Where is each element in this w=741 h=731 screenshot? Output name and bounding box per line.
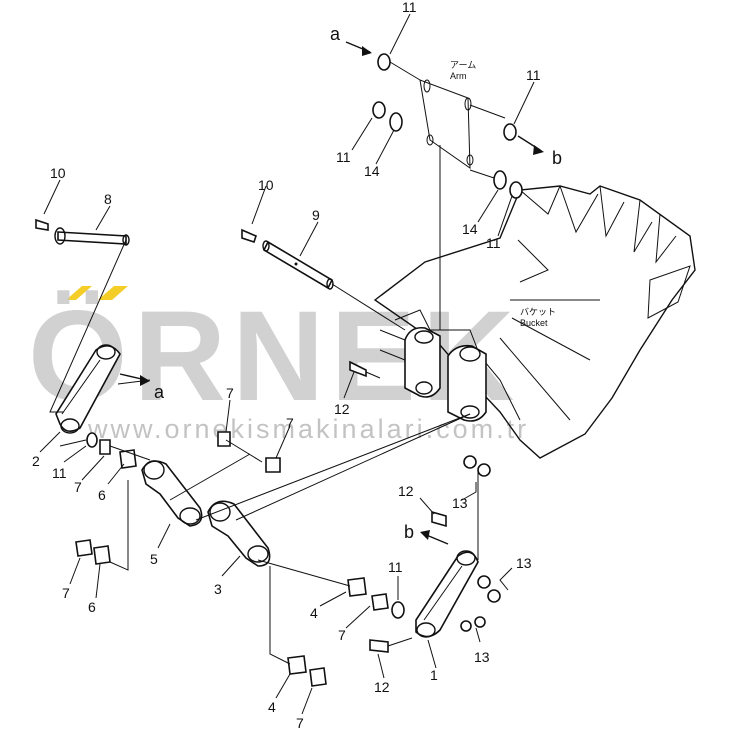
bucket: バケット Bucket bbox=[373, 185, 696, 459]
callout-13: 13 bbox=[516, 555, 532, 571]
assembly-lines bbox=[49, 239, 479, 665]
callout-3: 3 bbox=[214, 581, 222, 597]
callout-10: 10 bbox=[50, 165, 66, 181]
bucket-bracket bbox=[379, 326, 487, 422]
callout-5: 5 bbox=[150, 551, 158, 567]
callout-12: 12 bbox=[398, 483, 414, 499]
callout-2: 2 bbox=[32, 453, 40, 469]
callout-13: 13 bbox=[452, 495, 468, 511]
arm-label-en: Arm bbox=[450, 71, 467, 81]
callout-14: 14 bbox=[462, 221, 478, 237]
callout-9: 9 bbox=[312, 207, 320, 223]
bucket-label-jp: バケット bbox=[520, 307, 556, 317]
arm-label-jp: アーム bbox=[450, 60, 476, 70]
callout-7: 7 bbox=[286, 415, 294, 431]
callout-10: 10 bbox=[258, 177, 274, 193]
callout-6: 6 bbox=[88, 599, 96, 615]
watermark-accent-mark bbox=[66, 286, 128, 300]
watermark: ÖRNEK www.ornekismakinalari.com.tr bbox=[28, 285, 529, 444]
link-1 bbox=[415, 550, 479, 638]
callout-7: 7 bbox=[74, 479, 82, 495]
reference-arrows bbox=[119, 41, 544, 545]
callouts: 11 a 11 14 11 b 14 11 10 8 10 9 a 12 7 7… bbox=[32, 0, 562, 731]
callout-11: 11 bbox=[486, 235, 501, 251]
arm: アーム Arm bbox=[389, 60, 506, 330]
leader-lines bbox=[39, 13, 535, 715]
washers-and-bushings bbox=[75, 53, 523, 687]
callout-11: 11 bbox=[52, 465, 67, 481]
ref-a-lower: a bbox=[154, 382, 165, 402]
callout-11: 11 bbox=[526, 67, 541, 83]
ref-a-upper: a bbox=[330, 24, 341, 44]
pin-8 bbox=[35, 218, 130, 246]
callout-12: 12 bbox=[334, 401, 350, 417]
link-5 bbox=[141, 460, 203, 527]
bolt-12-upper bbox=[349, 360, 381, 379]
pin-9 bbox=[241, 228, 406, 331]
bolt-12-lower bbox=[369, 637, 413, 653]
callout-8: 8 bbox=[104, 191, 112, 207]
callout-1: 1 bbox=[430, 667, 438, 683]
bolt-12-middle bbox=[431, 510, 447, 528]
callout-14: 14 bbox=[364, 163, 380, 179]
callout-7: 7 bbox=[226, 385, 234, 401]
link-3 bbox=[207, 500, 271, 567]
callout-4: 4 bbox=[268, 699, 276, 715]
callout-11: 11 bbox=[402, 0, 417, 15]
callout-4: 4 bbox=[310, 605, 318, 621]
ref-b-lower: b bbox=[404, 522, 414, 542]
ref-b-upper: b bbox=[552, 148, 562, 168]
callout-7: 7 bbox=[338, 627, 346, 643]
callout-11: 11 bbox=[336, 149, 351, 165]
callout-11: 11 bbox=[388, 559, 403, 575]
callout-7: 7 bbox=[62, 585, 70, 601]
callout-7: 7 bbox=[296, 715, 304, 731]
watermark-url: www.ornekismakinalari.com.tr bbox=[87, 414, 529, 444]
callout-12: 12 bbox=[374, 679, 390, 695]
callout-6: 6 bbox=[98, 487, 106, 503]
bucket-label-en: Bucket bbox=[520, 318, 548, 328]
callout-13: 13 bbox=[474, 649, 490, 665]
